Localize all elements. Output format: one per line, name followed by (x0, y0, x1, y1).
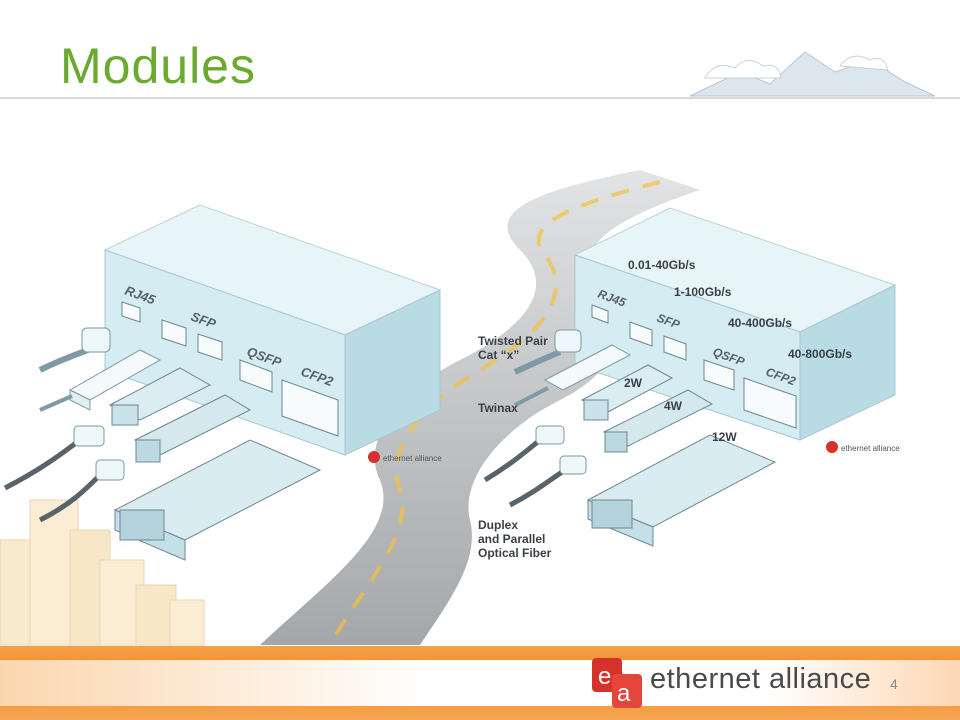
media-label-duplex: Duplex (478, 518, 518, 532)
speed-label-qsfp: 40-400Gb/s (728, 316, 792, 330)
cloud-shape (839, 55, 889, 71)
road-center-line (328, 180, 661, 646)
page-number: 4 (890, 676, 898, 692)
left-switch-chassis (103, 204, 442, 456)
rj45-connector (81, 327, 111, 353)
slide-title: Modules (60, 38, 256, 94)
qsfp-module-face (135, 439, 161, 463)
cfp2-module-face (119, 509, 165, 541)
ea-logo-icon: e a (592, 658, 642, 708)
right-modules (483, 329, 777, 547)
media-label-optical-fiber: Optical Fiber (478, 546, 552, 560)
power-label-sfp: 2W (624, 376, 643, 390)
power-label-qsfp: 4W (664, 399, 683, 413)
logo-letter-e: e (598, 663, 611, 690)
footer-highlight (0, 660, 960, 706)
footer-brand-text: ethernet alliance (650, 663, 872, 695)
media-label-parallel: and Parallel (478, 532, 545, 546)
media-label-twinax: Twinax (478, 401, 518, 415)
speed-label-cfp2: 40-800Gb/s (788, 347, 852, 361)
media-label-cat-x: Cat “x” (478, 348, 519, 362)
sfp-module-face (111, 404, 139, 426)
right-switch-chassis (573, 207, 897, 441)
speed-label-sfp: 1-100Gb/s (674, 285, 732, 299)
left-ea-logo-mark (368, 451, 380, 463)
left-modules (3, 327, 322, 561)
power-label-cfp2: 12W (712, 430, 737, 444)
title-divider (0, 97, 960, 99)
rj45-connector (554, 329, 582, 353)
right-ea-logo-mark (826, 441, 838, 453)
cloud-shape (704, 60, 782, 79)
right-watermark: ethernet alliance (841, 444, 900, 453)
left-watermark: ethernet alliance (383, 454, 442, 463)
speed-label-rj45: 0.01-40Gb/s (628, 258, 696, 272)
logo-letter-a: a (617, 680, 631, 707)
media-label-twisted-pair: Twisted Pair (478, 334, 548, 348)
city-buildings (0, 499, 205, 647)
